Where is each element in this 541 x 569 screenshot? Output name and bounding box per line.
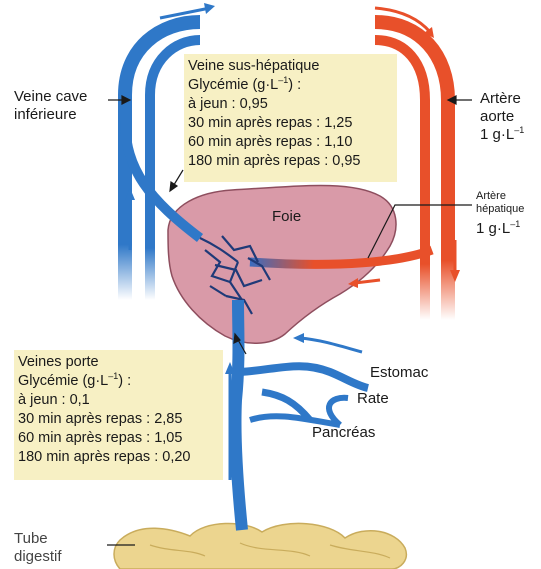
- aorta-label: Artère aorte 1 g·L–1: [480, 90, 524, 144]
- hepatic-vein-info-box: Veine sus-hépatique Glycémie (g·L–1) : à…: [184, 54, 397, 182]
- hepatic-vein-glycemia-label: Glycémie (g·L–1) :: [188, 76, 393, 95]
- intestine-shape: [114, 523, 406, 569]
- spleen-label: Rate: [357, 390, 389, 408]
- hepatic-vein-title: Veine sus-hépatique: [188, 57, 393, 76]
- portal-vein-title: Veines porte: [18, 353, 219, 372]
- hepatic-vein-row-60min: 60 min après repas : 1,10: [188, 133, 393, 152]
- portal-vein-glycemia-label: Glycémie (g·L–1) :: [18, 372, 219, 391]
- vena-cava-label: Veine cave inférieure: [14, 88, 87, 124]
- stomach-label: Estomac: [370, 364, 428, 382]
- liver-label: Foie: [272, 208, 301, 226]
- portal-vein-info-box: Veines porte Glycémie (g·L–1) : à jeun :…: [14, 350, 223, 480]
- intestine-label: Tube digestif: [14, 530, 62, 566]
- pancreas-label: Pancréas: [312, 424, 375, 442]
- portal-vein-row-60min: 60 min après repas : 1,05: [18, 429, 219, 448]
- hepatic-artery-label: Artère hépatique 1 g·L–1: [476, 190, 524, 238]
- portal-vein-row-180min: 180 min après repas : 0,20: [18, 448, 219, 467]
- hepatic-vein-row-180min: 180 min après repas : 0,95: [188, 152, 393, 171]
- hepatic-vein-row-fasting: à jeun : 0,95: [188, 95, 393, 114]
- hepatic-vein-row-30min: 30 min après repas : 1,25: [188, 114, 393, 133]
- portal-vein-row-30min: 30 min après repas : 2,85: [18, 410, 219, 429]
- portal-vein-row-fasting: à jeun : 0,1: [18, 391, 219, 410]
